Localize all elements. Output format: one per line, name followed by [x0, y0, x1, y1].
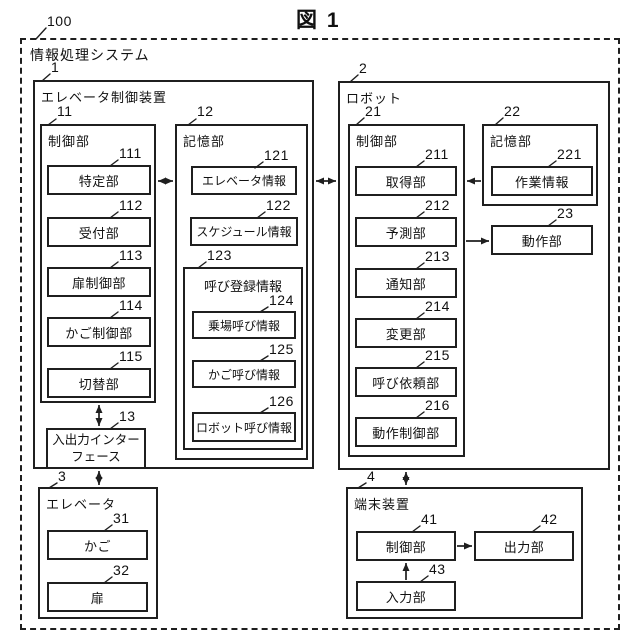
ref-11: 11 [57, 103, 73, 119]
ref-12: 12 [197, 103, 214, 119]
car-call-info-box: かご呼び情報 [192, 360, 296, 388]
robot-control-unit-label: 制御部 [356, 134, 399, 149]
ref-42: 42 [541, 511, 558, 527]
ref-43: 43 [429, 561, 446, 577]
ref-1: 1 [51, 59, 60, 75]
door-control-unit-label: 扉制御部 [71, 275, 126, 291]
hall-call-info-label: 乗場呼び情報 [207, 318, 280, 333]
ref-111: 111 [119, 145, 142, 161]
acquisition-unit-box: 取得部 [355, 166, 457, 196]
control-unit-label: 制御部 [48, 134, 91, 149]
input-unit-box: 入力部 [356, 581, 456, 611]
elevator-label: エレベータ [46, 497, 117, 512]
ref-121: 121 [264, 147, 289, 163]
motion-unit-box: 動作部 [491, 225, 593, 255]
ref-123: 123 [207, 247, 232, 263]
ref-114: 114 [119, 297, 143, 313]
call-request-unit-box: 呼び依頼部 [355, 367, 457, 397]
motion-control-unit-box: 動作制御部 [355, 417, 457, 447]
ref-2: 2 [359, 60, 368, 76]
identification-unit-box: 特定部 [47, 165, 151, 195]
terminal-device-label: 端末装置 [354, 497, 411, 512]
ref-126: 126 [269, 393, 294, 409]
car-label: かご [83, 538, 111, 554]
acquisition-unit-label: 取得部 [385, 174, 427, 190]
notification-unit-label: 通知部 [385, 276, 427, 292]
ref-214: 214 [425, 298, 450, 314]
car-control-unit-label: かご制御部 [65, 325, 133, 341]
terminal-control-unit-box: 制御部 [356, 531, 456, 561]
robot-storage-unit-label: 記憶部 [490, 134, 533, 149]
car-control-unit-box: かご制御部 [47, 317, 151, 347]
notification-unit-box: 通知部 [355, 268, 457, 298]
ref-21: 21 [365, 103, 382, 119]
schedule-info-box: スケジュール情報 [190, 217, 298, 246]
prediction-unit-label: 予測部 [385, 225, 427, 241]
storage-unit-label: 記憶部 [183, 134, 226, 149]
ref-124: 124 [269, 292, 294, 308]
schedule-info-label: スケジュール情報 [196, 225, 292, 239]
ref-4: 4 [367, 468, 376, 484]
door-label: 扉 [90, 590, 105, 606]
ref-13: 13 [119, 408, 136, 424]
ref-113: 113 [119, 247, 143, 263]
ref-221: 221 [557, 146, 582, 162]
io-interface-label: 入出力インターフェース [52, 432, 140, 464]
hall-call-info-box: 乗場呼び情報 [192, 311, 296, 339]
door-control-unit-box: 扉制御部 [47, 267, 151, 297]
ref-23: 23 [557, 205, 574, 221]
ref-32: 32 [113, 562, 130, 578]
prediction-unit-box: 予測部 [355, 217, 457, 247]
ref-122: 122 [266, 197, 291, 213]
input-unit-label: 入力部 [385, 589, 427, 605]
ref-212: 212 [425, 197, 450, 213]
ref-125: 125 [269, 341, 294, 357]
motion-unit-label: 動作部 [521, 233, 563, 249]
robot-call-info-box: ロボット呼び情報 [192, 412, 296, 442]
figure-title: 図 1 [296, 9, 341, 32]
ref-31: 31 [113, 510, 130, 526]
work-info-box: 作業情報 [491, 166, 593, 196]
change-unit-label: 変更部 [385, 326, 427, 342]
io-interface-box: 入出力インターフェース [46, 428, 146, 469]
switching-unit-box: 切替部 [47, 368, 151, 398]
door-box: 扉 [47, 582, 148, 612]
motion-control-unit-label: 動作制御部 [372, 425, 440, 441]
reception-unit-box: 受付部 [47, 217, 151, 247]
ref-115: 115 [119, 348, 143, 364]
ref-216: 216 [425, 397, 450, 413]
identification-unit-label: 特定部 [78, 173, 120, 189]
change-unit-box: 変更部 [355, 318, 457, 348]
ref-211: 211 [425, 146, 449, 162]
ref-213: 213 [425, 248, 450, 264]
call-request-unit-label: 呼び依頼部 [372, 375, 440, 391]
ref-3: 3 [58, 468, 67, 484]
ref-112: 112 [119, 197, 143, 213]
elevator-info-label: エレベータ情報 [201, 174, 286, 188]
robot-call-info-label: ロボット呼び情報 [195, 420, 292, 435]
car-box: かご [47, 530, 148, 560]
terminal-control-unit-label: 制御部 [385, 539, 427, 555]
work-info-label: 作業情報 [514, 174, 569, 190]
ref-215: 215 [425, 347, 450, 363]
elevator-info-box: エレベータ情報 [191, 166, 297, 195]
car-call-info-label: かご呼び情報 [207, 367, 280, 382]
output-unit-box: 出力部 [474, 531, 574, 561]
output-unit-label: 出力部 [503, 539, 545, 555]
information-processing-system-label: 情報処理システム [30, 47, 150, 63]
reception-unit-label: 受付部 [78, 225, 120, 241]
ref-22: 22 [504, 103, 521, 119]
switching-unit-label: 切替部 [78, 376, 120, 392]
ref-41: 41 [421, 511, 438, 527]
ref-100: 100 [47, 13, 72, 29]
